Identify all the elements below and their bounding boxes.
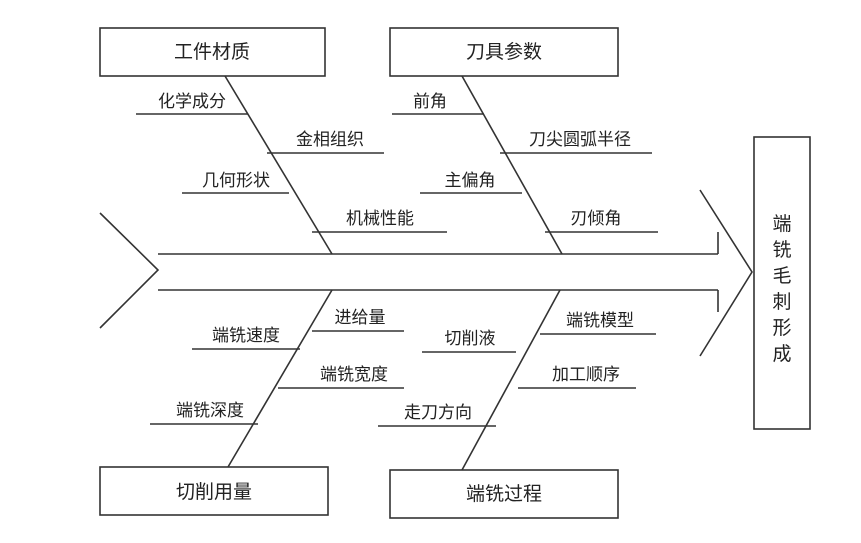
category-bone bbox=[461, 75, 563, 255]
category-box bbox=[99, 27, 326, 77]
cause-label: 切削液 bbox=[445, 329, 496, 349]
category-box bbox=[99, 466, 329, 516]
category-bone bbox=[224, 75, 333, 255]
category-bone bbox=[461, 289, 561, 471]
cause-label: 端铣模型 bbox=[566, 311, 634, 331]
cause-label: 加工顺序 bbox=[552, 365, 620, 385]
category-cutting-parameters: 切削用量 端铣速度 进给量 端铣宽度 端铣深度 bbox=[99, 289, 404, 516]
cause-label: 几何形状 bbox=[202, 171, 270, 191]
cause-label: 端铣速度 bbox=[212, 326, 280, 346]
cause-label: 端铣深度 bbox=[176, 401, 244, 421]
cause-label: 进给量 bbox=[335, 308, 386, 328]
category-box bbox=[389, 27, 619, 77]
cause-label: 金相组织 bbox=[296, 130, 364, 150]
spine-tail bbox=[99, 212, 160, 329]
category-milling-process: 端铣过程 切削液 端铣模型 加工顺序 走刀方向 bbox=[378, 289, 656, 519]
cause-label: 机械性能 bbox=[346, 209, 414, 229]
category-bone bbox=[227, 289, 333, 468]
spine-arrow bbox=[99, 189, 753, 357]
effect-box: 端铣毛刺形成 bbox=[753, 136, 811, 430]
cause-label: 主偏角 bbox=[445, 171, 496, 191]
category-tool-parameters: 刀具参数 前角 刀尖圆弧半径 主偏角 刃倾角 bbox=[389, 27, 658, 255]
cause-label: 走刀方向 bbox=[404, 403, 472, 423]
cause-label: 刀尖圆弧半径 bbox=[529, 130, 631, 150]
category-box bbox=[389, 469, 619, 519]
cause-label: 刃倾角 bbox=[571, 209, 622, 229]
category-label: 切削用量 bbox=[176, 481, 252, 503]
category-label: 刀具参数 bbox=[466, 41, 542, 63]
cause-label: 化学成分 bbox=[158, 92, 226, 112]
category-label: 端铣过程 bbox=[466, 483, 542, 505]
cause-label: 端铣宽度 bbox=[320, 365, 388, 385]
category-label: 工件材质 bbox=[174, 41, 250, 63]
effect-frame bbox=[753, 136, 811, 430]
effect-label: 端铣毛刺形成 bbox=[772, 213, 791, 365]
arrowhead bbox=[699, 189, 753, 357]
category-material: 工件材质 化学成分 金相组织 几何形状 机械性能 bbox=[99, 27, 447, 255]
cause-label: 前角 bbox=[413, 92, 447, 112]
